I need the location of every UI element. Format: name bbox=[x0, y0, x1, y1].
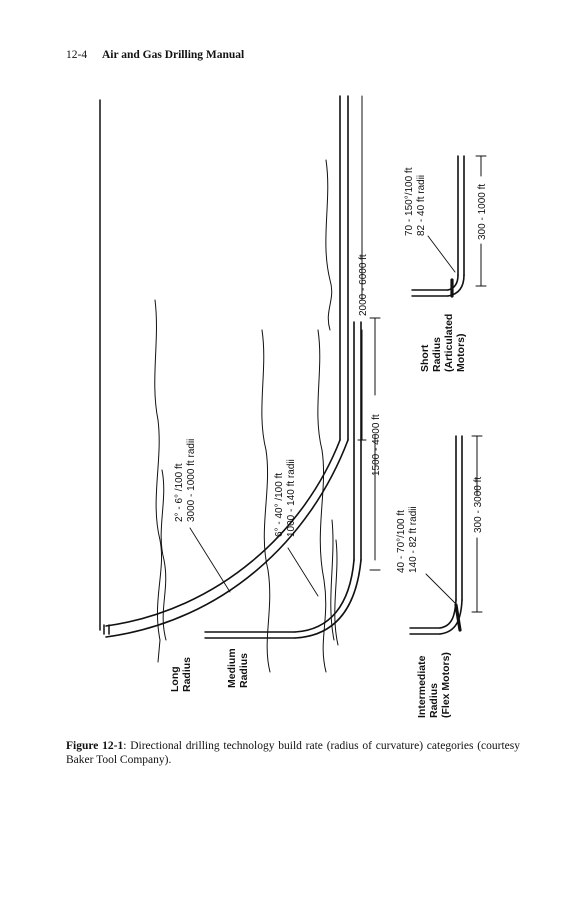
short-radius-vertical bbox=[411, 289, 449, 297]
long-radius-curve-inner bbox=[105, 439, 349, 638]
medium-radius-vertical bbox=[204, 631, 296, 639]
long-radius-vertical bbox=[103, 624, 110, 635]
caption-text: : Directional drilling technology build … bbox=[66, 740, 520, 766]
intermediate-horizontal-length: 300 - 3000 ft bbox=[473, 477, 484, 533]
page-header: 12-4 Air and Gas Drilling Manual bbox=[66, 49, 244, 61]
medium-radius-label: Medium Radius bbox=[226, 645, 250, 688]
short-dimension-line bbox=[475, 155, 487, 287]
short-build-rate: 70 - 150°/100 ft bbox=[404, 167, 415, 236]
intermediate-radius-lateral bbox=[455, 435, 463, 601]
medium-radius-range: 1000 - 140 ft radii bbox=[286, 459, 297, 537]
figure-label: Figure 12-1 bbox=[66, 740, 124, 752]
medium-dimension-line bbox=[369, 317, 381, 571]
formation-line bbox=[261, 329, 271, 673]
long-radius-range: 3000 - 1000 ft radii bbox=[186, 439, 197, 522]
figure-caption: Figure 12-1: Directional drilling techno… bbox=[66, 739, 520, 767]
page-number: 12-4 bbox=[66, 49, 88, 61]
medium-build-rate: 6° - 40° /100 ft bbox=[274, 473, 285, 537]
formation-line bbox=[160, 469, 167, 641]
medium-horizontal-length: 1500 - 4000 ft bbox=[371, 414, 382, 476]
short-radius-lateral bbox=[457, 155, 465, 276]
short-radius-range: 82 - 40 ft radii bbox=[416, 175, 427, 236]
medium-radius-curve bbox=[294, 559, 362, 639]
long-leader-line bbox=[189, 527, 231, 593]
short-radius-label: Short Radius (Articulated Motors) bbox=[419, 311, 467, 372]
short-leader-line bbox=[427, 235, 456, 273]
medium-radius-lateral bbox=[353, 321, 362, 561]
book-title: Air and Gas Drilling Manual bbox=[101, 49, 245, 61]
formation-line bbox=[330, 519, 335, 641]
intermediate-leader-line bbox=[425, 573, 457, 605]
long-radius-label: Long Radius bbox=[169, 657, 193, 692]
long-dimension-line bbox=[357, 95, 367, 441]
long-build-rate: 2° - 6° /100 ft bbox=[174, 463, 185, 522]
formation-line bbox=[317, 329, 327, 673]
short-horizontal-length: 300 - 1000 ft bbox=[477, 184, 488, 240]
intermediate-motor bbox=[454, 603, 462, 632]
intermediate-build-rate: 40 - 70°/100 ft bbox=[396, 510, 407, 573]
intermediate-dimension-line bbox=[471, 435, 483, 613]
formation-line bbox=[334, 539, 339, 646]
formation-line bbox=[325, 159, 333, 331]
long-radius-lateral bbox=[339, 95, 349, 441]
formation-line bbox=[154, 299, 163, 663]
intermediate-radius-range: 140 - 82 ft radii bbox=[408, 506, 419, 573]
medium-leader-line bbox=[287, 547, 319, 597]
long-horizontal-length: 2000 - 6000 ft bbox=[358, 254, 369, 316]
long-radius-curve-outer bbox=[105, 439, 341, 627]
intermediate-radius-label: Intermediate Radius (Flex Motors) bbox=[416, 652, 452, 718]
intermediate-radius-vertical bbox=[409, 627, 441, 635]
